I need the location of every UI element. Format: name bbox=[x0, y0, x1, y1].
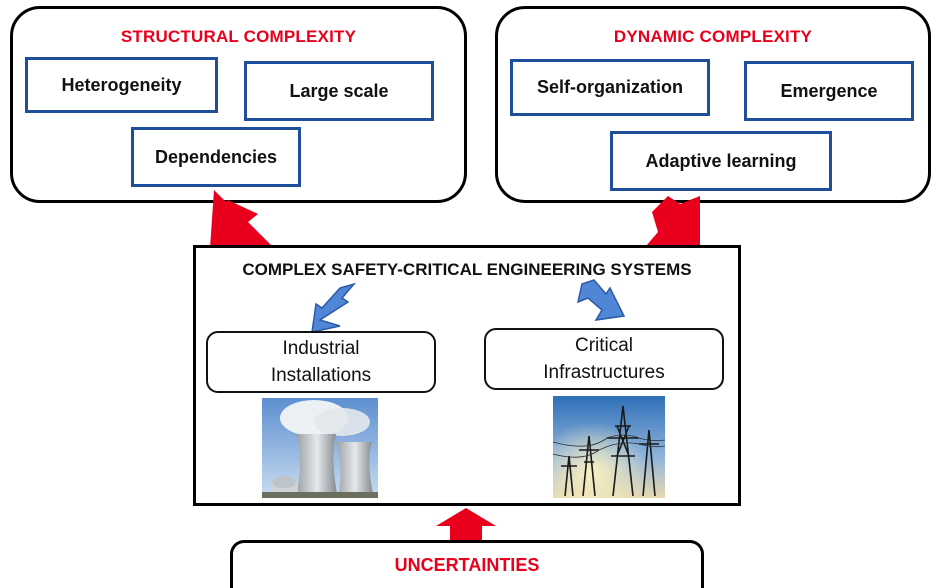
blue-arrow-left bbox=[311, 282, 357, 333]
dependencies-box: Dependencies bbox=[131, 127, 301, 187]
heterogeneity-box: Heterogeneity bbox=[25, 57, 218, 113]
structural-complexity-panel: STRUCTURAL COMPLEXITY Heterogeneity Larg… bbox=[10, 6, 467, 203]
critical-label-line1: Critical bbox=[574, 335, 634, 356]
adaptive-learning-box: Adaptive learning bbox=[610, 131, 832, 191]
self-organization-box: Self-organization bbox=[510, 59, 710, 116]
large-scale-box: Large scale bbox=[244, 61, 434, 121]
industrial-label-line1: Industrial bbox=[282, 338, 360, 359]
emergence-box: Emergence bbox=[744, 61, 914, 121]
complex-systems-title: COMPLEX SAFETY-CRITICAL ENGINEERING SYST… bbox=[242, 260, 692, 279]
complex-systems-box: COMPLEX SAFETY-CRITICAL ENGINEERING SYST… bbox=[193, 245, 741, 506]
blue-arrow-right bbox=[576, 279, 626, 321]
industrial-installations-box: Industrial Installations bbox=[206, 331, 436, 393]
critical-infrastructures-box: Critical Infrastructures bbox=[484, 328, 724, 390]
power-pylons-image bbox=[552, 396, 666, 498]
dynamic-complexity-title: DYNAMIC COMPLEXITY bbox=[613, 27, 813, 46]
critical-label-line2: Infrastructures bbox=[543, 362, 665, 383]
uncertainties-box: UNCERTAINTIES bbox=[230, 540, 704, 588]
industrial-label-line2: Installations bbox=[270, 365, 372, 386]
cooling-towers-image bbox=[262, 398, 378, 498]
structural-complexity-title: STRUCTURAL COMPLEXITY bbox=[120, 27, 357, 46]
dynamic-complexity-panel: DYNAMIC COMPLEXITY Self-organization Eme… bbox=[495, 6, 931, 203]
